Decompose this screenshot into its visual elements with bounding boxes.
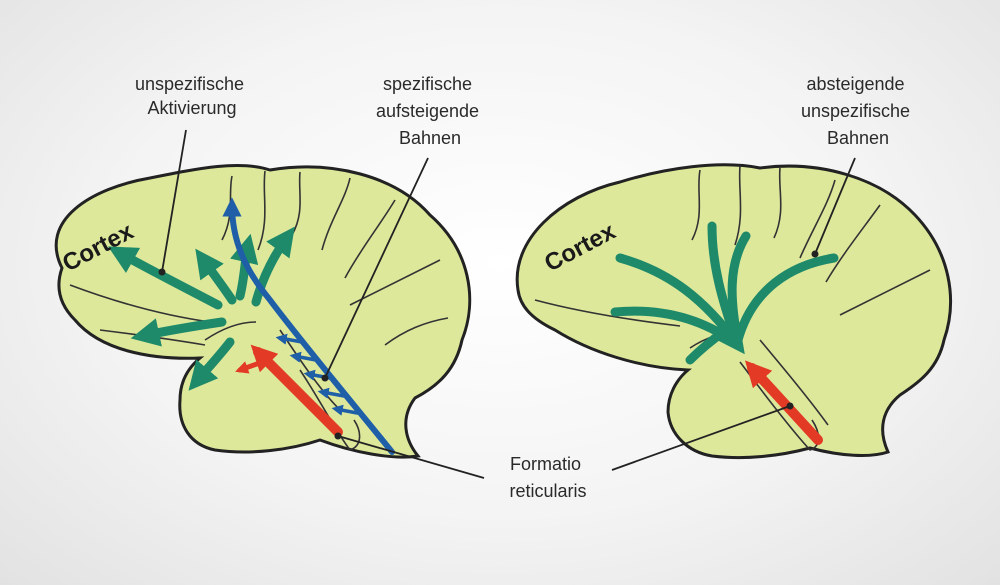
green-arrow-1 <box>107 246 223 310</box>
leader-formatio-left <box>337 435 485 479</box>
leader-dot-specific <box>321 374 329 382</box>
red-arrow-right <box>744 360 823 445</box>
formatio-label-group: Formatio reticularis <box>334 402 794 501</box>
label-descending-unspecific: absteigende unspezifische Bahnen <box>801 74 915 148</box>
blue-branch-1 <box>275 333 304 345</box>
left-brain: Cortex unspezifische Aktivierung spezifi… <box>54 74 484 459</box>
green-arrow-3 <box>188 337 235 391</box>
blue-branch-2 <box>289 351 318 363</box>
label-specific-ascending: spezifische aufsteigende Bahnen <box>376 74 484 148</box>
leader-unspecific-activation <box>161 129 187 273</box>
label-unspecific-activation: unspezifische Aktivierung <box>135 74 249 118</box>
right-formatio-reticularis <box>744 360 823 445</box>
green-fiber-5 <box>733 253 839 345</box>
green-fiber-6 <box>685 325 731 365</box>
right-brain: Cortex absteigende unspezifische Bahnen <box>515 74 952 460</box>
leader-dot-descending <box>811 250 819 258</box>
leader-dot-formatio-right <box>786 402 794 410</box>
blue-branch-5 <box>331 404 359 416</box>
label-formatio-reticularis: Formatio reticularis <box>509 454 586 501</box>
left-formatio-reticularis <box>235 344 343 437</box>
leader-descending <box>814 157 856 255</box>
blue-main-tract <box>222 197 395 455</box>
green-arrow-2 <box>130 317 227 347</box>
left-brain-outline <box>54 163 472 459</box>
leader-formatio-right <box>611 405 791 471</box>
leader-specific-ascending <box>324 157 429 379</box>
blue-branch-4 <box>317 387 346 399</box>
right-descending-fibers <box>610 221 839 365</box>
green-fiber-4 <box>727 231 751 347</box>
red-side-arrow <box>235 357 271 374</box>
red-main-arrow <box>250 344 343 437</box>
green-arrow-6 <box>251 226 295 307</box>
leader-dot-formatio-left <box>334 432 342 440</box>
green-arrow-4 <box>195 248 237 305</box>
leader-dot-unspecific <box>158 268 166 276</box>
